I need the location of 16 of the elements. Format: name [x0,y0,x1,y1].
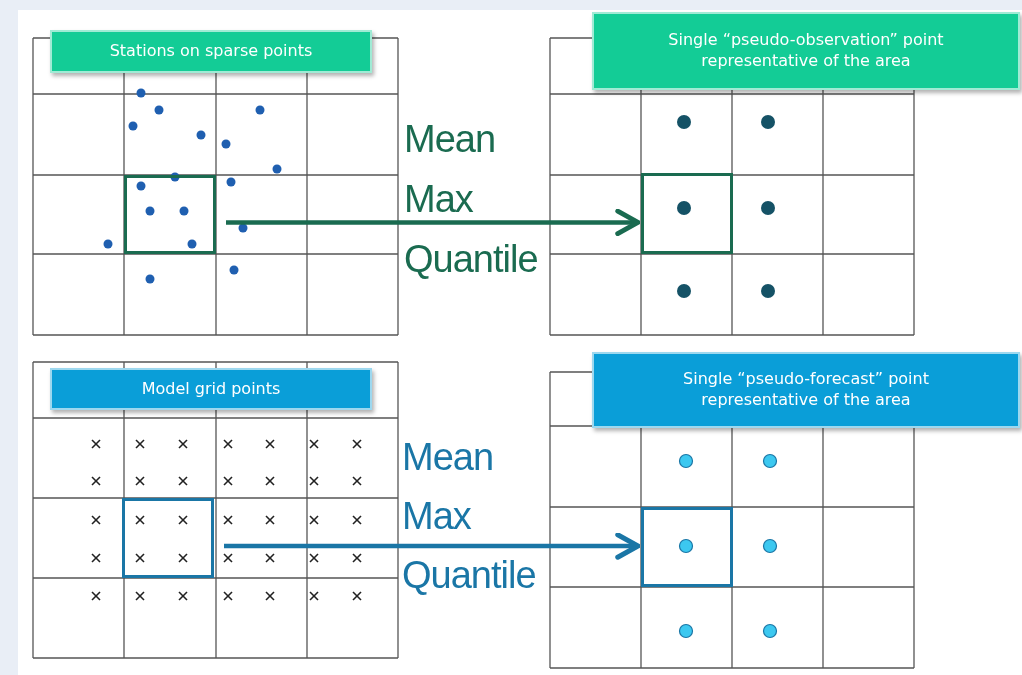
highlight-box [122,498,214,578]
title-banner: Single “pseudo-observation” point representative of the area [592,12,1020,90]
arrow [226,208,641,237]
aggregation-method: Mean [402,438,494,476]
highlight-box [641,173,733,254]
title-banner: Single “pseudo-forecast” point representative of the area [592,352,1020,428]
aggregation-method: Quantile [402,556,536,594]
aggregation-method: Max [402,497,471,535]
aggregation-method: Max [404,180,473,218]
aggregation-method: Quantile [404,240,538,278]
title-banner: Stations on sparse points [50,30,372,73]
highlight-box [124,175,216,254]
arrow [224,532,641,560]
aggregation-method: Mean [404,120,496,158]
highlight-box [641,507,733,587]
title-banner: Model grid points [50,368,372,410]
